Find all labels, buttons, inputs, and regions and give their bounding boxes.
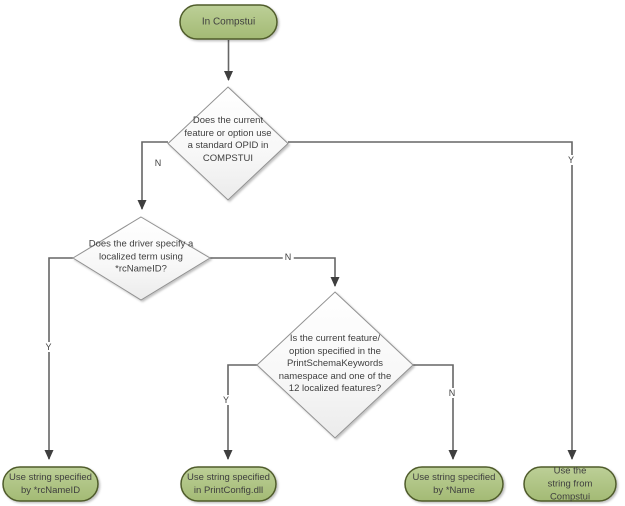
connector-rcnameid-no-to-printschema [210, 257, 340, 287]
connector-printschema-no-to-name [413, 364, 458, 460]
decision-rcnameid-shape [72, 216, 211, 301]
connector-opid-no-to-rcnameid [137, 141, 168, 210]
result-rcnameid-shape [2, 466, 99, 502]
start-node-shape [179, 4, 278, 40]
connector-printschema-yes-to-printconfig [223, 364, 257, 460]
result-name-shape [404, 466, 504, 502]
decision-printschema-shape [256, 291, 414, 439]
connector-rcnameid-yes-to-result [44, 257, 73, 460]
connector-opid-yes-to-compstui [288, 141, 577, 460]
result-printconfig-shape [180, 466, 277, 502]
result-compstui-shape [523, 466, 617, 502]
decision-opid-shape [167, 86, 289, 201]
